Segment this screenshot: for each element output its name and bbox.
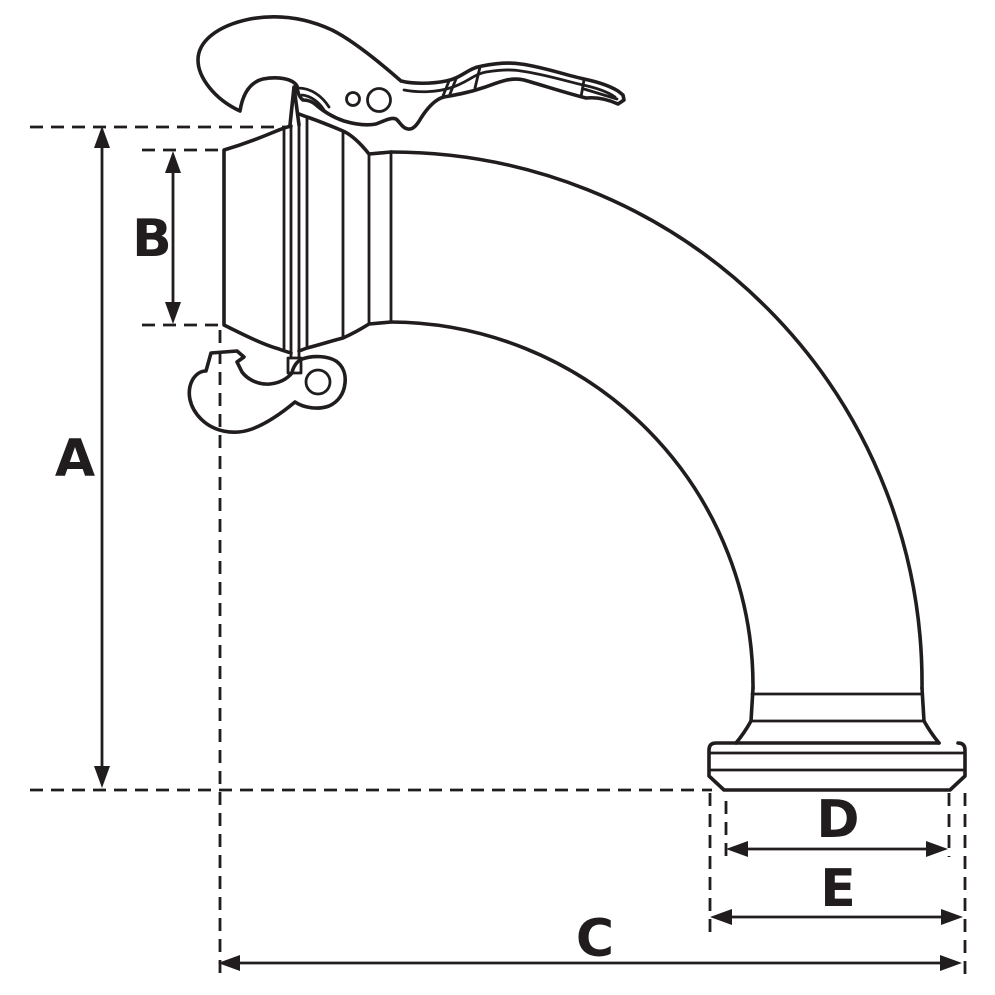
- neck-bottom-edge: [297, 320, 393, 353]
- dim-e-arrow-right: [941, 909, 963, 925]
- pipe-bend: [389, 150, 924, 690]
- sealing-plate: [286, 85, 303, 375]
- dim-e-label: E: [820, 859, 856, 919]
- pipe-assembly: [187, 15, 967, 792]
- dim-c-arrow-left: [218, 955, 240, 971]
- dim-a-arrow-up: [94, 126, 110, 148]
- dim-a-label: A: [55, 429, 95, 489]
- dimension-b: B: [132, 151, 181, 324]
- cup-outline: [222, 124, 293, 355]
- lever-outline: [196, 15, 626, 131]
- dim-c-arrow-right: [940, 955, 962, 971]
- cam-profile-arcs: [296, 86, 331, 112]
- coupling-cup: [222, 124, 293, 355]
- dim-b-label: B: [132, 209, 172, 269]
- dimension-d: D: [726, 790, 948, 857]
- lever-pin-small: [345, 91, 361, 107]
- lever-pivot-large: [366, 87, 392, 113]
- latch-outline: [187, 349, 347, 434]
- neck-step-lines: [305, 115, 393, 350]
- dim-d-label: D: [816, 790, 859, 850]
- dim-b-arrow-up: [165, 151, 181, 173]
- latch-ring-hole: [304, 368, 332, 396]
- dim-b-arrow-down: [165, 302, 181, 324]
- lever-cam-handle: [196, 15, 626, 131]
- dimension-a: A: [55, 126, 110, 788]
- dim-c-label: C: [576, 909, 614, 969]
- plate-top-wedge: [288, 85, 301, 127]
- dimension-e: E: [710, 859, 963, 925]
- bend-outer-curve: [389, 150, 924, 690]
- safety-latch-hook: [187, 349, 347, 434]
- flange-groove-lines: [707, 751, 967, 772]
- plate-bottom-block: [286, 356, 303, 375]
- bend-inner-curve: [389, 320, 755, 690]
- dim-d-arrow-right: [926, 841, 948, 857]
- outlet-flare: [734, 719, 941, 745]
- dimension-annotations: A B C D E: [30, 125, 967, 977]
- reference-lines: [30, 125, 967, 977]
- outlet-weld-seams: [749, 692, 926, 723]
- dim-d-arrow-left: [726, 841, 748, 857]
- coupling-neck: [297, 112, 393, 353]
- dim-e-arrow-left: [710, 909, 732, 925]
- plate-edges: [289, 124, 301, 360]
- dimension-c: C: [218, 909, 962, 971]
- flange-outline: [707, 741, 967, 792]
- handle-segment-lines: [441, 65, 619, 101]
- dim-a-arrow-down: [94, 766, 110, 788]
- outlet-flange: [707, 686, 967, 792]
